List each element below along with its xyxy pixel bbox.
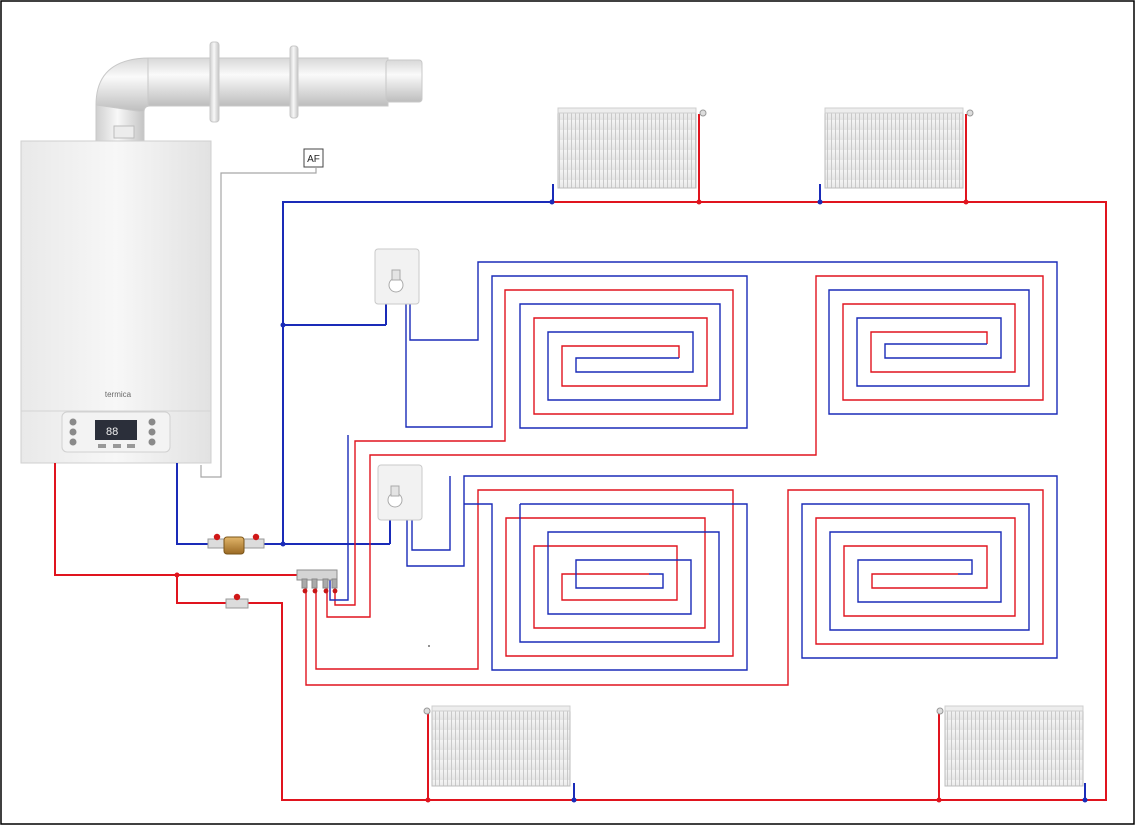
boiler-display: [95, 420, 137, 440]
boiler-button[interactable]: [148, 428, 156, 436]
room-control-unit-lower: [377, 464, 423, 521]
ball-valve-handle[interactable]: [213, 533, 221, 541]
boiler-button[interactable]: [148, 438, 156, 446]
radiator-bottom-right: [936, 705, 1084, 787]
underfloor-circuit-feeds: [305, 275, 1044, 686]
flue-pipe: [95, 41, 423, 142]
radiator-top-left: [557, 107, 707, 189]
ball-valve-handle[interactable]: [252, 533, 260, 541]
underfloor-return-loops: [405, 261, 1058, 671]
boiler-button[interactable]: [69, 418, 77, 426]
sensor-wire: [200, 168, 317, 478]
stray-dot: [428, 645, 430, 647]
return-valve-group: [207, 533, 265, 555]
outdoor-sensor: [303, 148, 324, 168]
radiator-circuit: [54, 114, 1107, 801]
radiator-bottom-left: [423, 705, 571, 787]
room-control-unit-upper: [374, 248, 420, 305]
supply-valve: [225, 593, 249, 609]
outdoor-sensor-label: AF: [307, 154, 320, 165]
boiler-display-value: 88: [106, 426, 118, 438]
underfloor-manifold: [296, 569, 338, 594]
boiler-button[interactable]: [69, 428, 77, 436]
boiler-brand-label: termica: [105, 390, 132, 399]
gas-boiler: termica 88: [20, 140, 212, 464]
boiler-button[interactable]: [148, 418, 156, 426]
radiator-top-right: [824, 107, 974, 189]
ball-valve-handle[interactable]: [233, 593, 241, 601]
boiler-button[interactable]: [69, 438, 77, 446]
pipe-junctions: [174, 199, 1088, 803]
